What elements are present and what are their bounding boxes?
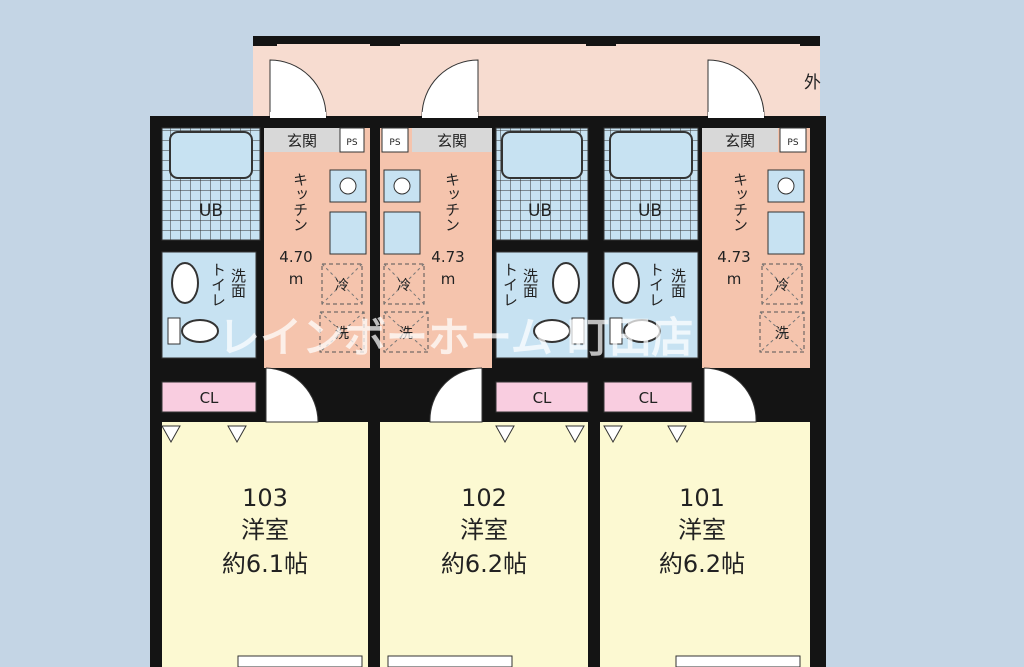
entry-door-101 bbox=[707, 59, 765, 118]
unit-bath-label-103: UB bbox=[199, 201, 223, 221]
kitchen-unit-101: m bbox=[727, 270, 742, 288]
washroom-label-103: 洗面 bbox=[229, 268, 247, 298]
unit-103: 玄関 PS UB 洗面 トイレ キッチン 4.70 m 冷 洗 CL 103 洋… bbox=[150, 59, 372, 667]
svg-text:冷: 冷 bbox=[397, 278, 411, 294]
closet-label-101: CL bbox=[639, 389, 658, 407]
closet-102 bbox=[495, 381, 589, 413]
kitchen-label-103: キッチン bbox=[291, 172, 309, 232]
watermark: レインボーホーム 町田店 bbox=[218, 313, 693, 362]
entrance-label-103: 玄関 bbox=[287, 132, 317, 150]
entrance-label-101: 玄関 bbox=[725, 132, 755, 150]
svg-text:冷: 冷 bbox=[335, 278, 349, 294]
toilet-label-101: トイレ bbox=[647, 262, 665, 307]
unit-101: 玄関 PS UB 洗面 トイレ キッチン 4.73 m 冷 洗 CL 101 洋… bbox=[596, 59, 820, 667]
entry-door-103 bbox=[269, 59, 327, 118]
western-room-102 bbox=[380, 422, 588, 667]
entrance-area-101 bbox=[702, 128, 778, 152]
entrance-area-103 bbox=[264, 128, 340, 152]
room-type-101: 洋室 bbox=[678, 516, 726, 544]
unit-bath-label-101: UB bbox=[638, 201, 662, 221]
ps-box-103: PS bbox=[339, 127, 365, 153]
washer-space-103: 洗 bbox=[319, 311, 365, 353]
room-type-102: 洋室 bbox=[460, 516, 508, 544]
room-size-103: 約6.1帖 bbox=[222, 550, 308, 578]
closet-101 bbox=[603, 381, 693, 413]
unit-102: 玄関 PS UB 洗面 トイレ キッチン 4.73 m 冷 洗 CL 102 洋… bbox=[370, 59, 598, 667]
kitchen-label-102: キッチン bbox=[443, 172, 461, 232]
closet-103 bbox=[161, 381, 257, 413]
fridge-space-102: 冷 bbox=[383, 263, 425, 305]
fridge-space-101: 冷 bbox=[761, 263, 803, 305]
kitchen-unit-102: m bbox=[441, 270, 456, 288]
room-number-101: 101 bbox=[679, 484, 725, 512]
western-room-103 bbox=[162, 422, 368, 667]
svg-text:洗: 洗 bbox=[399, 326, 413, 342]
room-size-102: 約6.2帖 bbox=[441, 550, 527, 578]
kitchen-size-101: 4.73 bbox=[717, 248, 750, 266]
exterior-label: 外 bbox=[804, 73, 821, 93]
svg-text:洗: 洗 bbox=[335, 326, 349, 342]
kitchen-size-103: 4.70 bbox=[279, 248, 312, 266]
toilet-label-103: トイレ bbox=[209, 262, 227, 307]
closet-label-103: CL bbox=[200, 389, 219, 407]
room-door-102 bbox=[429, 367, 483, 423]
entrance-area-102 bbox=[412, 128, 492, 152]
room-type-103: 洋室 bbox=[241, 516, 289, 544]
room-number-102: 102 bbox=[461, 484, 507, 512]
washer-space-101: 洗 bbox=[759, 311, 805, 353]
kitchen-label-101: キッチン bbox=[731, 172, 749, 232]
western-room-101 bbox=[600, 422, 810, 667]
stove-101 bbox=[767, 211, 805, 255]
kitchen-size-102: 4.73 bbox=[431, 248, 464, 266]
kitchen-unit-103: m bbox=[289, 270, 304, 288]
unit-bath-label-102: UB bbox=[528, 201, 552, 221]
room-size-101: 約6.2帖 bbox=[659, 550, 745, 578]
entry-door-102 bbox=[421, 59, 479, 118]
svg-text:PS: PS bbox=[346, 138, 357, 148]
toilet-label-102: トイレ bbox=[501, 262, 519, 307]
closet-label-102: CL bbox=[533, 389, 552, 407]
stove-103 bbox=[329, 211, 367, 255]
svg-text:PS: PS bbox=[787, 138, 798, 148]
svg-text:冷: 冷 bbox=[775, 278, 789, 294]
ps-box-102: PS bbox=[381, 127, 409, 153]
entrance-label-102: 玄関 bbox=[437, 132, 467, 150]
room-door-103 bbox=[265, 367, 319, 423]
washroom-label-101: 洗面 bbox=[669, 268, 687, 298]
stove-102 bbox=[383, 211, 421, 255]
ps-box-101: PS bbox=[779, 127, 807, 153]
room-door-101 bbox=[703, 367, 757, 423]
fridge-space-103: 冷 bbox=[321, 263, 363, 305]
room-number-103: 103 bbox=[242, 484, 288, 512]
washroom-label-102: 洗面 bbox=[521, 268, 539, 298]
svg-text:洗: 洗 bbox=[775, 326, 789, 342]
washer-space-102: 洗 bbox=[383, 311, 429, 353]
svg-text:PS: PS bbox=[389, 138, 400, 148]
